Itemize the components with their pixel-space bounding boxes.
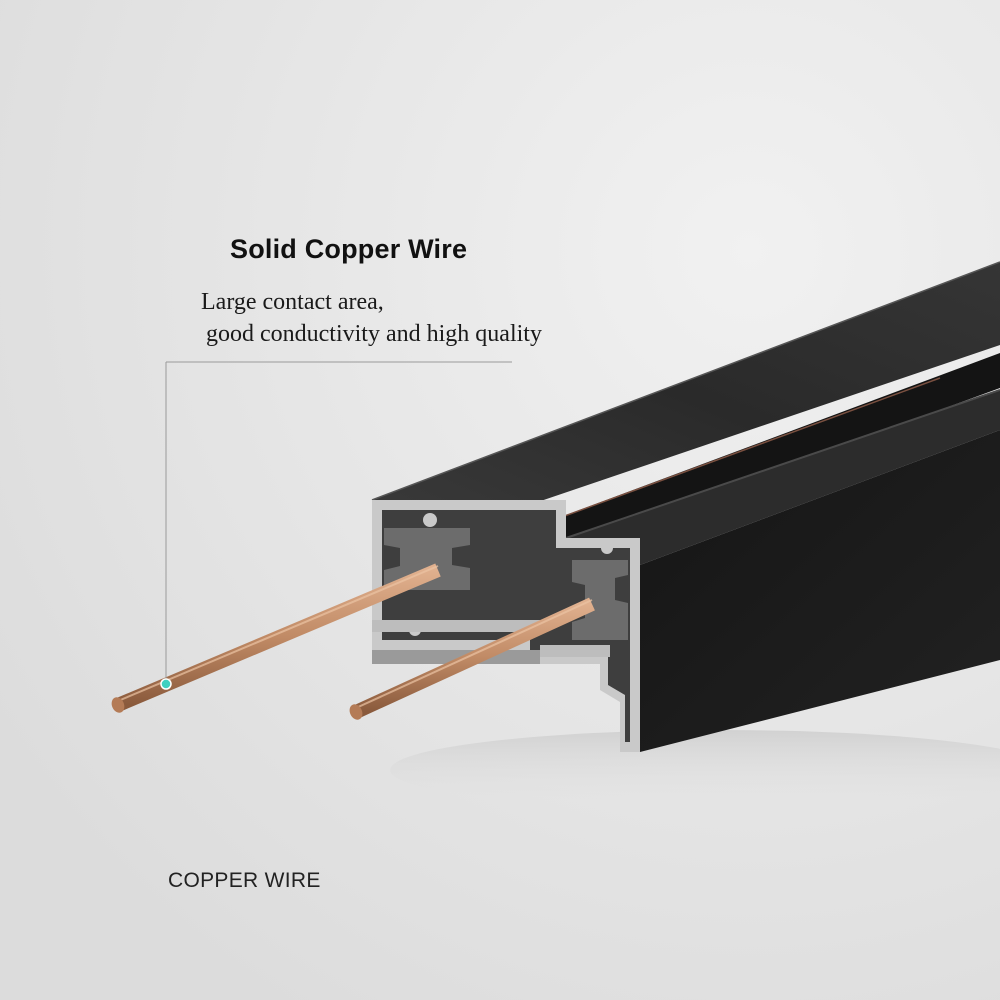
callout-leader [160,361,512,690]
callout-description-line-2: good conductivity and high quality [206,321,542,347]
upper-insulator [384,528,470,590]
callout-description: Large contact area, good conductivity an… [201,286,542,350]
track-rail [371,261,1000,752]
floor-shadow [390,730,1000,810]
profile-base-ledge [372,620,540,632]
callout-description-line-1: Large contact area, [201,289,384,315]
rail-side-face [640,430,1000,752]
rail-top-surface-front [566,390,1000,565]
profile-notch-top-right [601,542,613,554]
copper-wire-lower-tip [349,704,363,720]
rail-edge-highlight-2 [371,261,1000,501]
callout-dot-icon [160,678,172,690]
profile-lower-ledge [540,645,610,657]
lower-insulator [572,560,628,640]
copper-wire-lower [353,597,595,719]
profile-notch-top-left [423,513,437,527]
image-caption: COPPER WIRE [168,869,321,892]
rail-top-surface-back [372,262,1000,525]
copper-wire-upper-highlight [117,565,439,702]
rail-end-profile [372,500,640,752]
rail-edge-highlight [565,389,1000,539]
copper-wire-upper-tip [111,697,125,713]
copper-wire-lower-highlight [355,599,593,709]
callout-title: Solid Copper Wire [230,234,468,264]
